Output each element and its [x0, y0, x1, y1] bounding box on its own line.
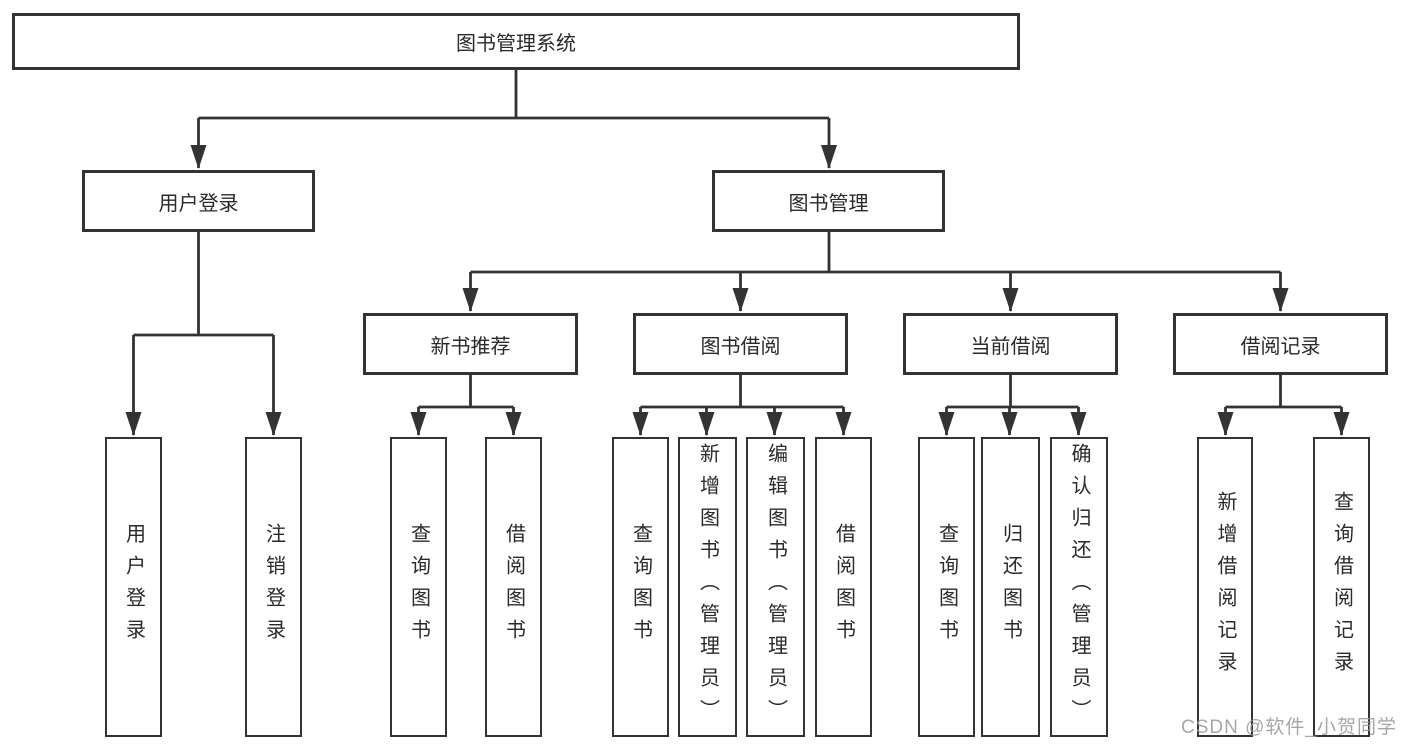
leaf-label: 确认归还（管理员）	[1068, 443, 1090, 731]
node-borrow-records: 借阅记录	[1173, 313, 1388, 375]
leaf-label: 注销登录	[262, 523, 285, 651]
node-book-management-module: 图书管理	[712, 170, 945, 232]
leaf-label: 借阅图书	[832, 523, 855, 651]
node-user-login-module: 用户登录	[82, 170, 315, 232]
leaf-label: 查询图书	[935, 523, 958, 651]
node-book-borrowing: 图书借阅	[633, 313, 848, 375]
leaf-user-login: 用户登录	[105, 437, 162, 737]
node-current-borrowing: 当前借阅	[903, 313, 1118, 375]
leaf-label: 编辑图书（管理员）	[764, 443, 787, 731]
node-library-system: 图书管理系统	[12, 13, 1020, 70]
leaf-label: 查询图书	[407, 523, 430, 651]
leaf-query-books-recommend: 查询图书	[390, 437, 447, 737]
leaf-query-books-current: 查询图书	[918, 437, 975, 737]
leaf-add-borrow-record: 新增借阅记录	[1197, 437, 1253, 737]
leaf-return-books: 归还图书	[981, 437, 1040, 737]
leaf-confirm-return-admin: 确认归还（管理员）	[1050, 437, 1108, 737]
leaf-label: 新增图书（管理员）	[696, 443, 719, 731]
leaf-logout: 注销登录	[245, 437, 302, 737]
leaf-edit-books-admin: 编辑图书（管理员）	[746, 437, 805, 737]
leaf-label: 用户登录	[122, 523, 145, 651]
leaf-query-borrow-record: 查询借阅记录	[1313, 437, 1370, 737]
csdn-watermark: CSDN @软件_小贺同学	[1181, 717, 1397, 738]
leaf-label: 新增借阅记录	[1214, 491, 1236, 683]
node-new-book-recommend: 新书推荐	[363, 313, 578, 375]
leaf-borrow-books: 借阅图书	[815, 437, 872, 737]
connector-arrows	[125, 118, 1350, 436]
leaf-borrow-books-recommend: 借阅图书	[485, 437, 542, 737]
leaf-label: 归还图书	[999, 523, 1022, 651]
leaf-label: 借阅图书	[502, 523, 525, 651]
leaf-label: 查询图书	[629, 523, 652, 651]
leaf-add-books-admin: 新增图书（管理员）	[678, 437, 737, 737]
leaf-query-books-borrowing: 查询图书	[612, 437, 669, 737]
connector-rails	[133, 70, 1342, 409]
leaf-label: 查询借阅记录	[1330, 491, 1353, 683]
